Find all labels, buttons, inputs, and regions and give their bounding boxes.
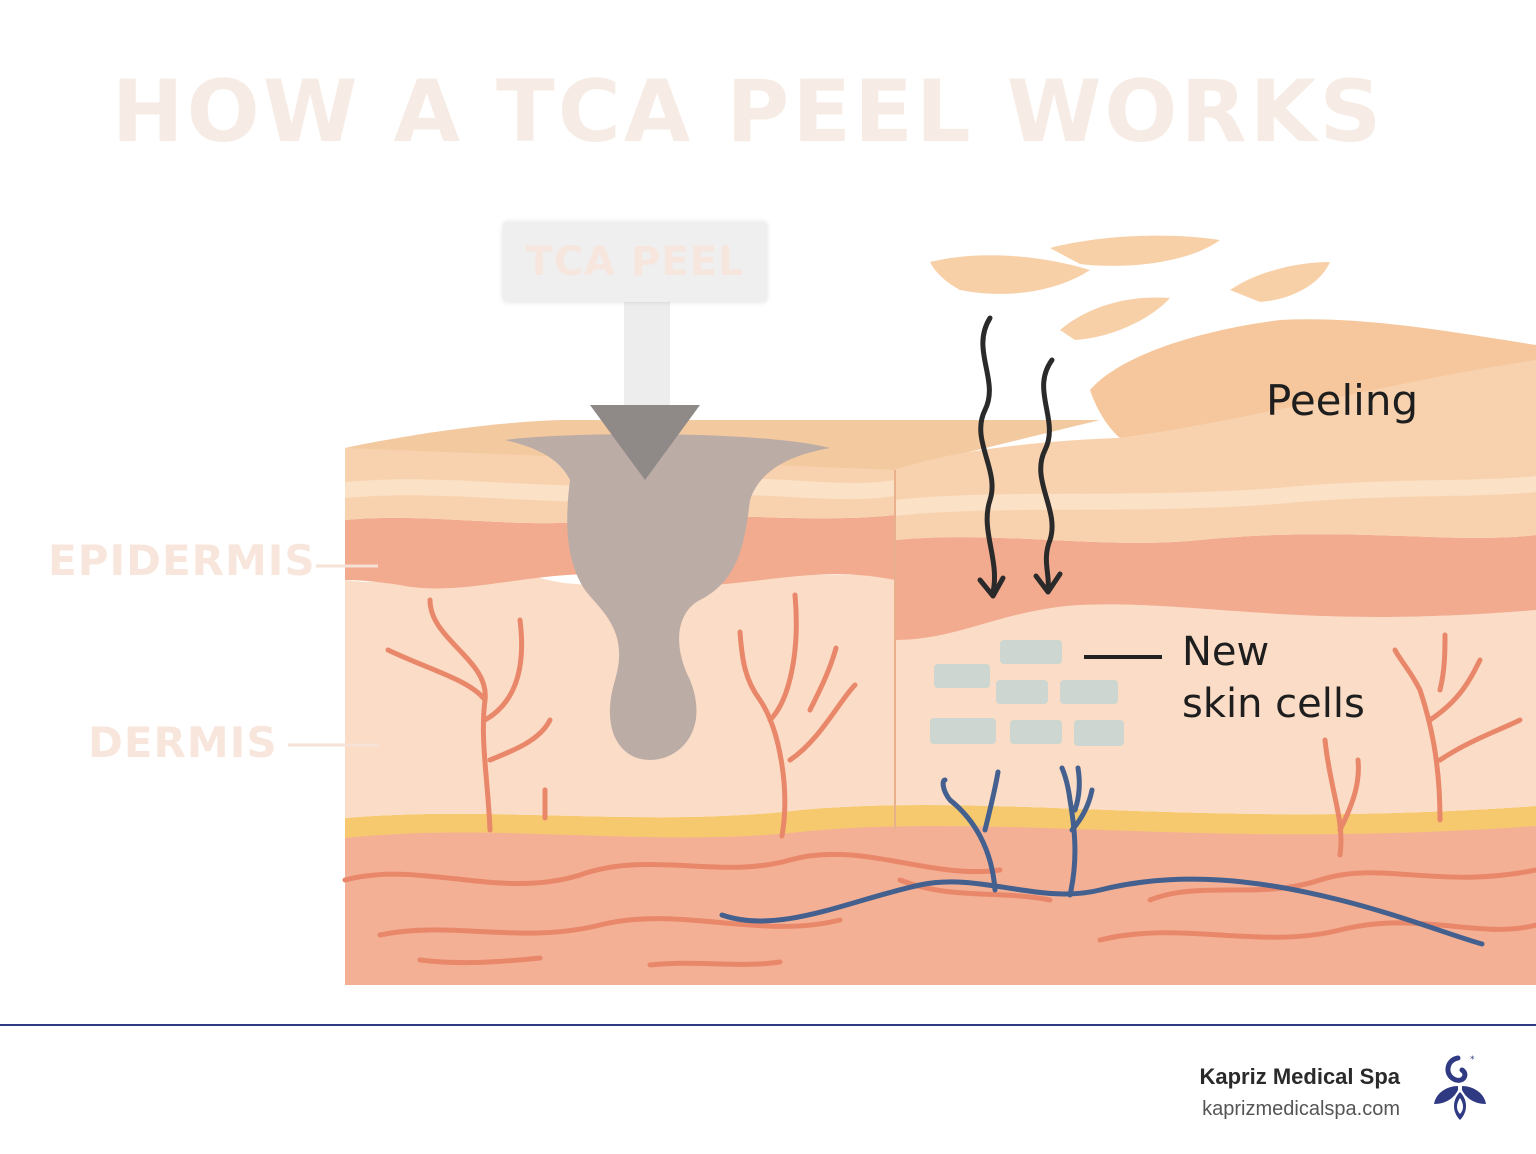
wavy-arrow-icon [978,315,997,595]
peeling-label: Peeling [1266,376,1419,425]
new-skin-cells-label: New skin cells [1182,626,1365,730]
peeling-flake [1090,319,1536,438]
peeling-flake [1050,235,1220,266]
tca-penetration [505,434,830,760]
fat-layer [345,804,1536,838]
dermis-label: DERMIS [88,718,278,767]
logo-flower-icon: * [1434,1055,1486,1120]
new-skin-cells-line2: skin cells [1182,681,1365,727]
brand-url[interactable]: kaprizmedicalspa.com [1202,1098,1400,1120]
peeling-flake [1230,262,1330,302]
epidermis-label: EPIDERMIS [48,536,316,585]
peeling-flake [1060,297,1170,340]
diagram-title: HOW A TCA PEEL WORKS [111,62,1385,162]
blood-vessels-blue [719,765,1485,947]
brand-name: Kapriz Medical Spa [1199,1064,1400,1089]
blood-vessels-red [342,592,1536,968]
svg-text:*: * [1470,1055,1475,1065]
footer-divider [0,1024,1536,1026]
arrow-down-icon [590,405,700,480]
tca-peel-label: TCA PEEL [503,222,767,302]
deep-skin-layer [345,814,1536,985]
peeling-flake [930,255,1090,294]
epidermis-band-right [895,534,1536,640]
new-skin-cells-line1: New [1182,629,1270,675]
new-skin-cells [930,640,1124,746]
tca-arrow-shaft [624,300,670,405]
wavy-arrow-icon [1038,357,1055,591]
